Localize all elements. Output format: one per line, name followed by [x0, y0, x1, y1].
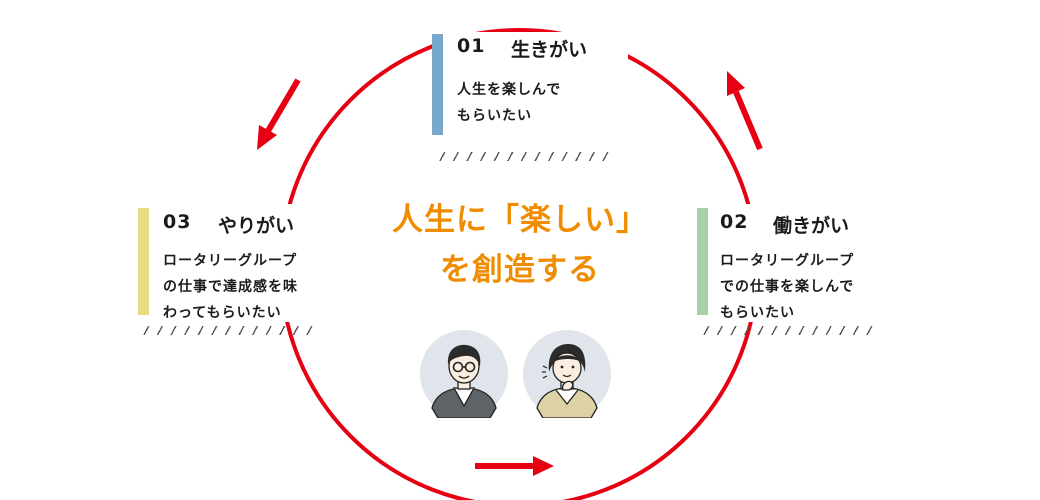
item-color-bar	[432, 34, 443, 135]
item-desc-line: もらいたい	[457, 108, 532, 124]
center-title-line1: 人生に「楽しい」	[392, 202, 648, 238]
item-desc-line: わってもらいたい	[163, 305, 282, 321]
item-title: 働きがい	[773, 215, 850, 237]
item-block-03: 03 やりがい ロータリーグループ の仕事で達成感を味 わってもらいたい	[138, 204, 338, 322]
arrow-upper-left-icon	[257, 78, 301, 150]
item-title: 生きがい	[511, 39, 588, 61]
item-number: 02	[720, 211, 749, 233]
item-desc-line: での仕事を楽しんで	[720, 279, 855, 295]
hatch-divider	[140, 326, 320, 335]
woman-thinking-avatar	[523, 330, 611, 418]
center-title: 人生に「楽しい」 を創造する	[380, 195, 660, 295]
arrow-upper-right-icon	[727, 71, 763, 151]
item-desc-line: の仕事で達成感を味	[163, 279, 298, 295]
item-desc-line: ロータリーグループ	[720, 253, 855, 269]
item-color-bar	[138, 208, 149, 315]
center-title-line2: を創造する	[440, 252, 600, 288]
item-block-02: 02 働きがい ロータリーグループ での仕事を楽しんで もらいたい	[697, 204, 897, 322]
hatch-divider	[436, 152, 616, 161]
item-color-bar	[697, 208, 708, 315]
item-desc-line: 人生を楽しんで	[457, 82, 562, 98]
item-block-01: 01 生きがい 人生を楽しんで もらいたい	[432, 32, 628, 140]
item-desc-line: ロータリーグループ	[163, 253, 298, 269]
item-number: 03	[163, 211, 192, 233]
man-with-glasses-avatar	[420, 330, 508, 418]
item-desc-line: もらいたい	[720, 305, 795, 321]
arrow-bottom-icon	[475, 456, 554, 476]
hatch-divider	[700, 326, 880, 335]
item-number: 01	[457, 35, 486, 57]
item-title: やりがい	[218, 215, 295, 237]
